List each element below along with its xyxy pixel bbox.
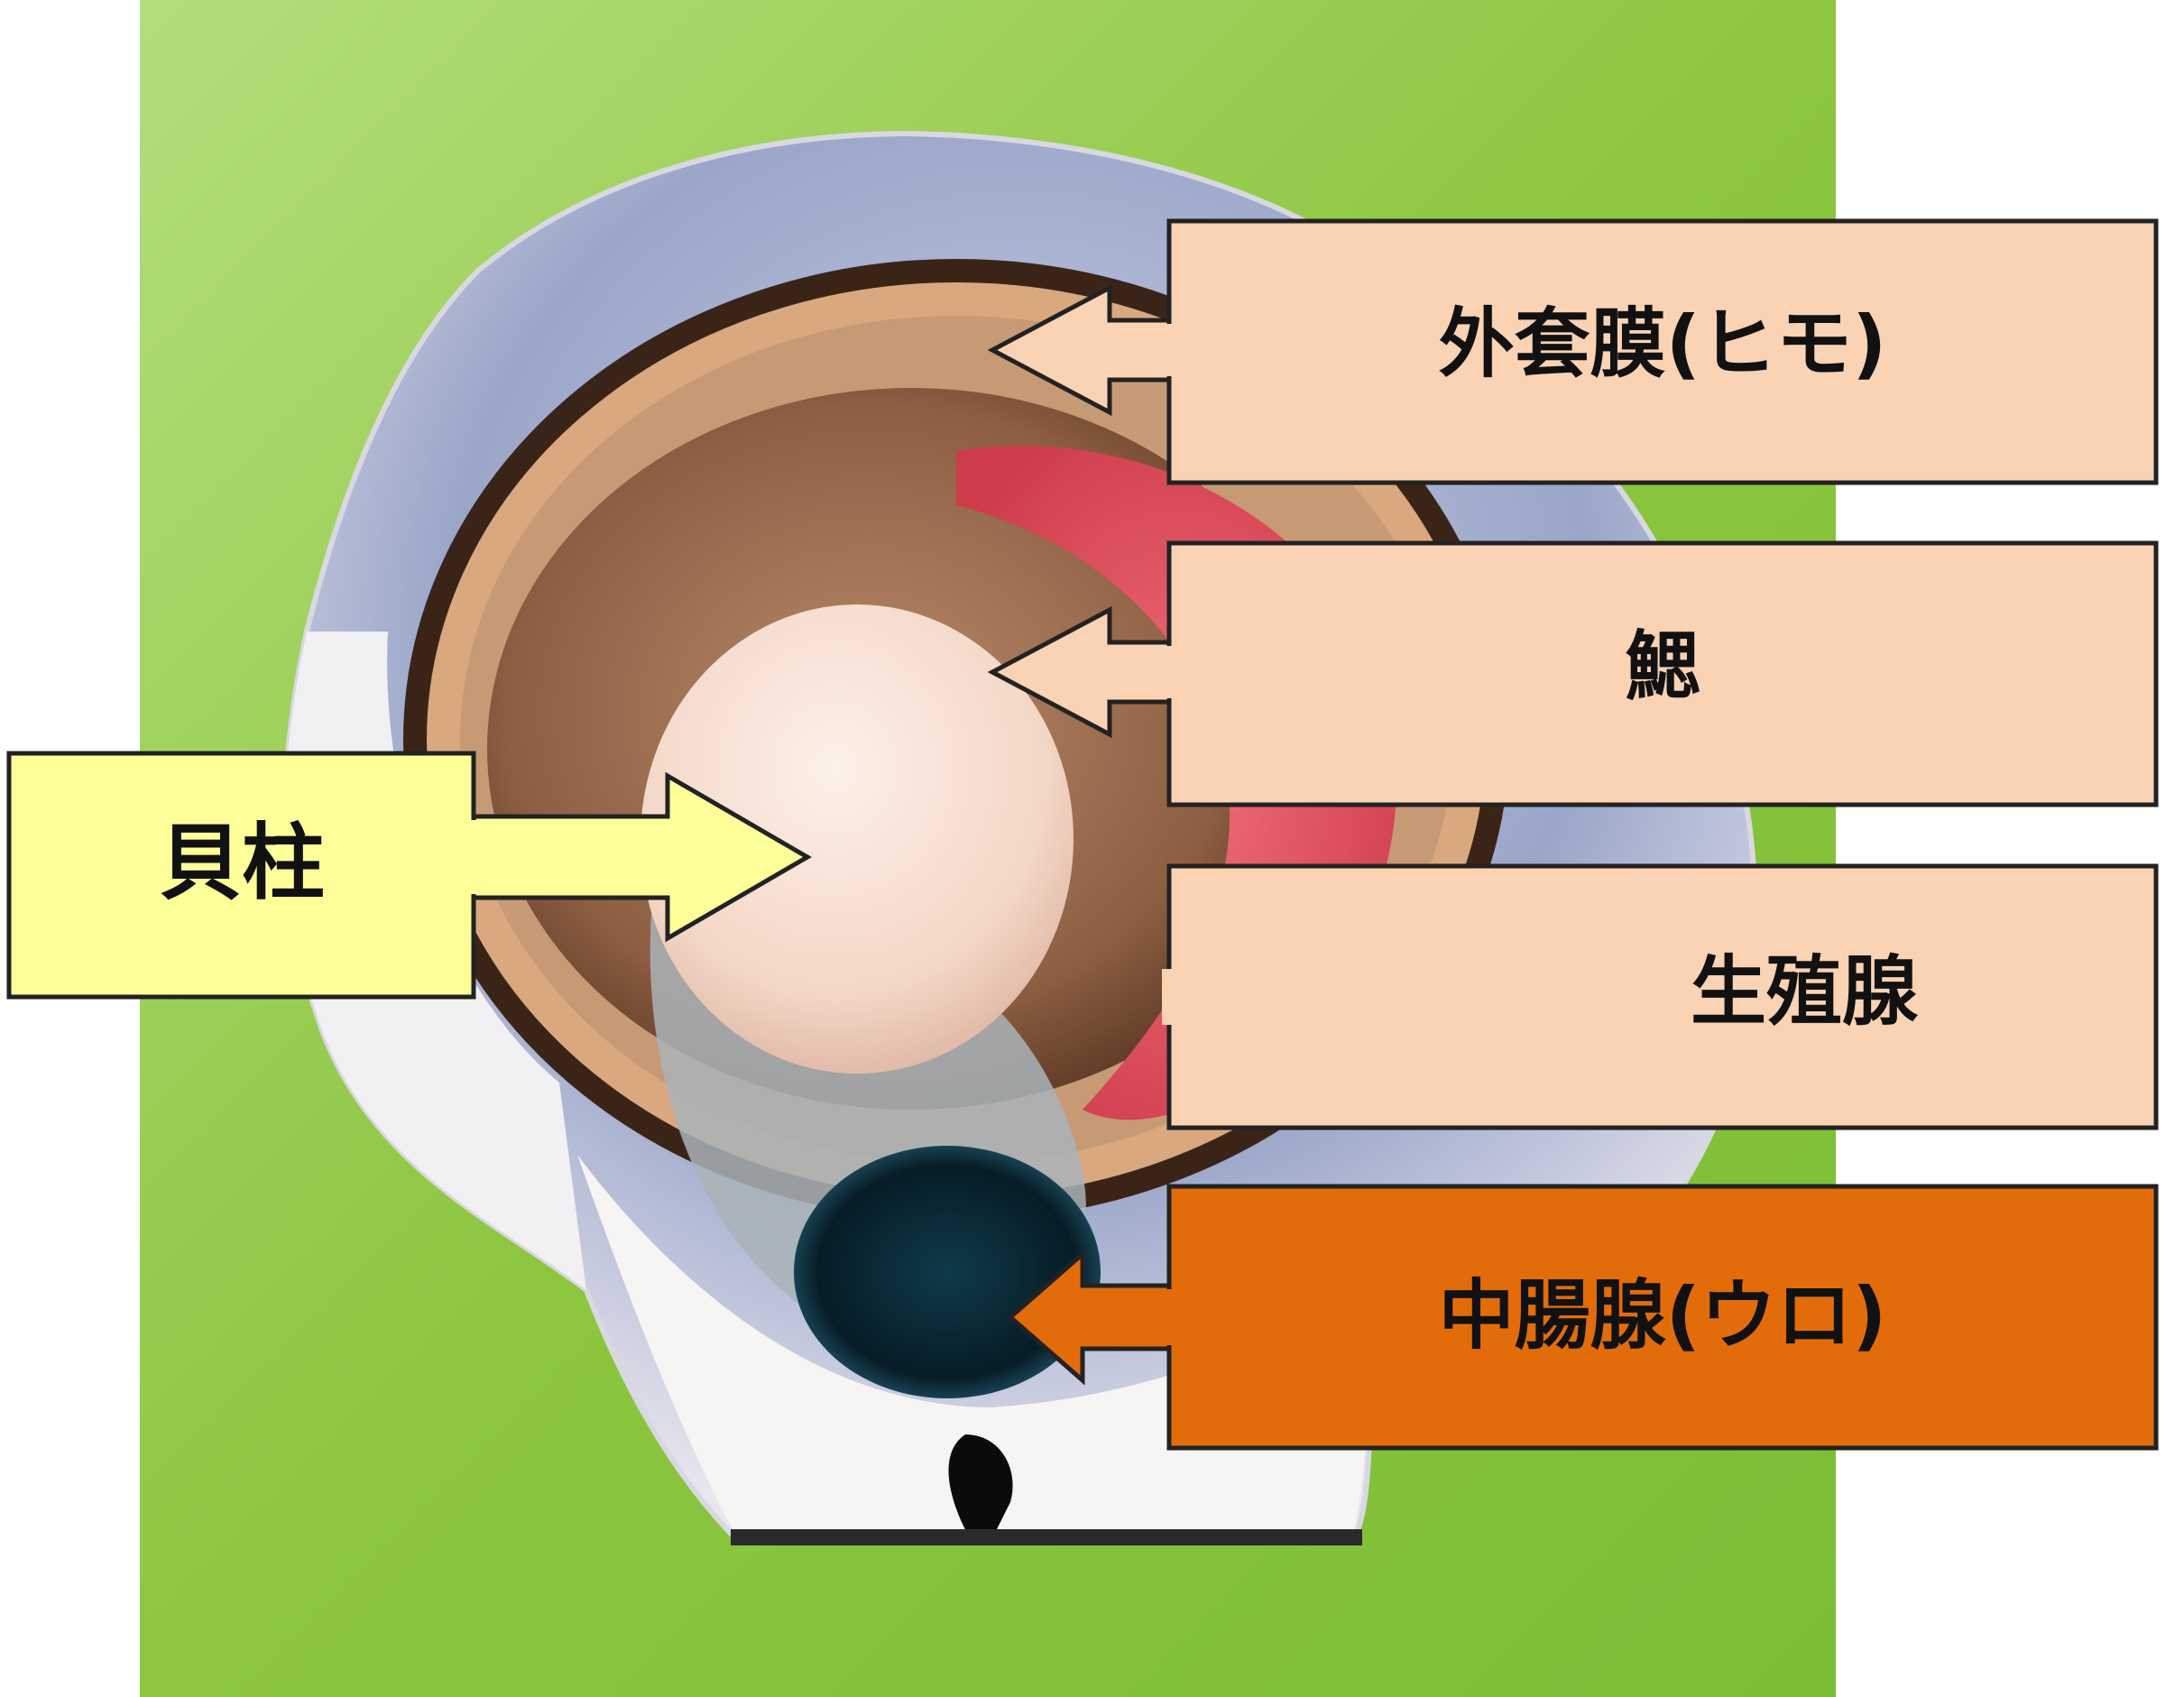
label-adductor: 貝柱 bbox=[6, 751, 812, 1000]
gonad-label-text: 生殖腺 bbox=[1691, 947, 1919, 1036]
mantle-arrow bbox=[987, 283, 1175, 417]
mantle-label-box bbox=[1166, 218, 2159, 485]
midgut-gland-label-box bbox=[1166, 1184, 2159, 1451]
adductor-arrow bbox=[466, 771, 812, 943]
hinge-notch bbox=[948, 1434, 1013, 1538]
shell-bottom-edge bbox=[731, 1529, 1362, 1545]
label-mantle: 外套膜(ヒモ) bbox=[987, 218, 2159, 485]
gonad-label-box bbox=[1166, 863, 2159, 1130]
label-midgut-gland: 中腸腺(ウロ) bbox=[1007, 1184, 2159, 1451]
mantle-label-text: 外套膜(ヒモ) bbox=[1439, 300, 1887, 388]
midgut-gland bbox=[794, 1146, 1101, 1398]
gill-label-text: 鰓 bbox=[1625, 623, 1700, 711]
label-gonad: 生殖腺 bbox=[1162, 863, 2159, 1130]
adductor-label-text: 貝柱 bbox=[159, 815, 325, 911]
midgut-gland-arrow bbox=[1007, 1249, 1175, 1386]
gill-label-box bbox=[1166, 540, 2159, 807]
adductor-label-box bbox=[6, 751, 476, 1000]
adductor-muscle bbox=[640, 604, 1074, 1074]
gill-arrow bbox=[987, 605, 1175, 739]
midgut-gland-label-text: 中腸腺(ウロ) bbox=[1439, 1271, 1887, 1360]
label-gill: 鰓 bbox=[987, 540, 2159, 807]
